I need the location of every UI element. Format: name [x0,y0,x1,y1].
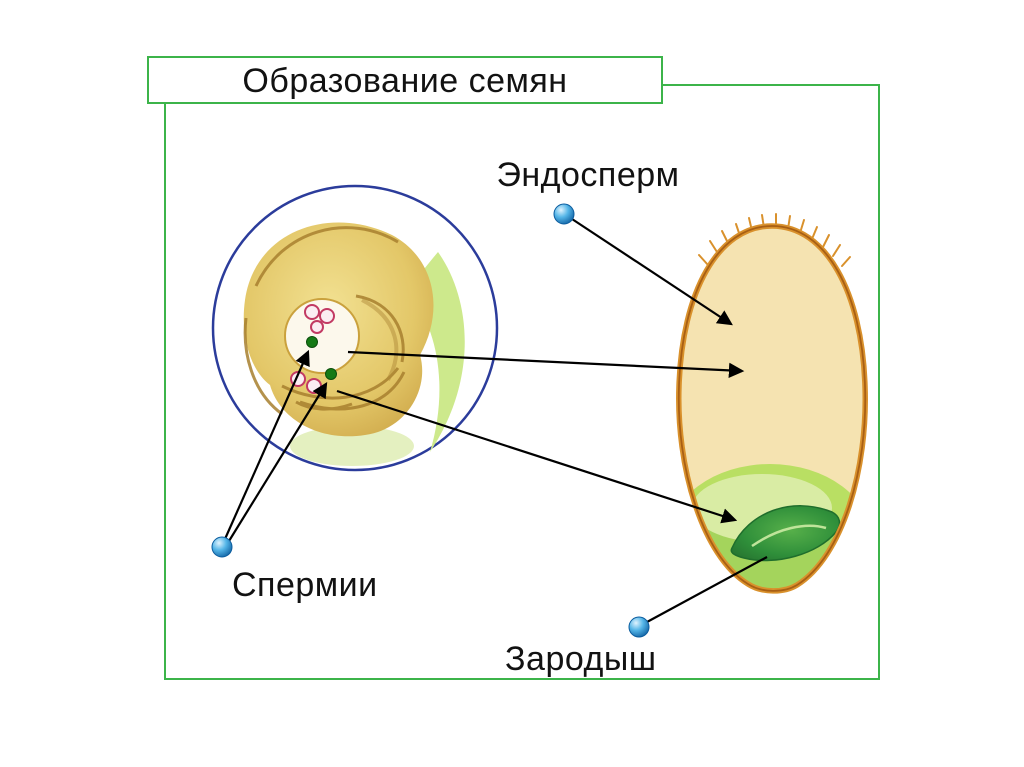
arrow-sperm2-to-embryo [336,389,738,524]
egg-cells-upper [304,304,335,334]
ovule-base-tint [290,426,414,466]
label-endosperm: Эндосперм [496,156,679,194]
sperm-dot-1 [306,336,318,348]
arrow-endosperm-label-to-seed [571,218,733,326]
marker-dot-embryo [628,616,650,638]
title-box [147,56,663,104]
seed-outline-inner [677,225,867,592]
ovule-integument-lines [243,226,406,416]
marker-dot-sperm [211,536,233,558]
arrow-sperm-label-to-dot1 [223,349,310,540]
embryo-leaf [730,505,841,562]
label-embryo: Зародыш [505,640,657,678]
label-sperm: Спермии [232,566,378,604]
marker-dot-endosperm [553,203,575,225]
embryo-swirl [751,524,827,548]
arrow-sperm1-to-endosperm [347,350,745,379]
arrow-embryo-label-to-embryo [646,556,768,623]
sperm-dot-2 [325,368,337,380]
seed-group [676,213,868,594]
page-title: Образование семян [242,62,567,100]
ovule-circle-group [211,184,499,472]
arrow-sperm-label-to-dot2 [228,382,328,542]
arrows [223,218,768,623]
seed-fringe [698,213,851,267]
